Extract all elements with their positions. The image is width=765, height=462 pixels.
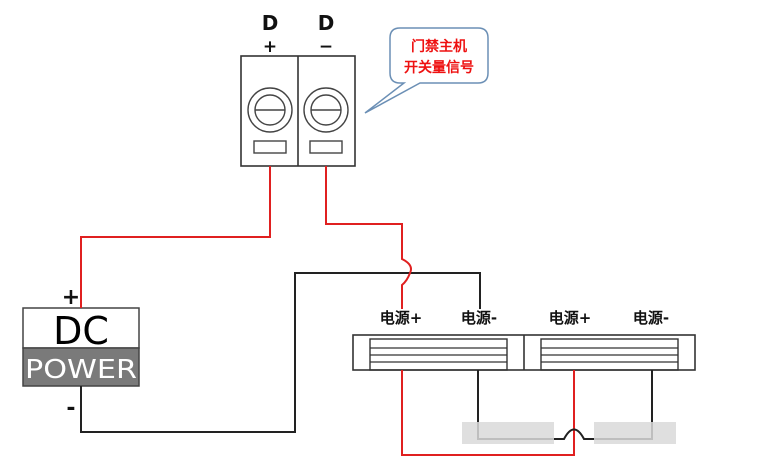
power-power-label: POWER [25,355,137,385]
callout-bubble: 门禁主机 开关量信号 [364,27,489,114]
maglock-coil-1 [369,338,508,371]
maglock-coil-2 [540,338,679,371]
power-plus-sign: + [62,285,80,310]
power-dc-label: DC [53,309,109,353]
lock1-plus-label: 电源+ [380,309,423,327]
callout-line-2: 开关量信号 [404,59,474,76]
screw-icon-plus [247,87,293,133]
callout-line-1: 门禁主机 [411,38,467,55]
terminal-d-minus-sign: − [319,37,333,57]
lock1-minus-label: 电源- [461,309,497,327]
terminal-d-plus-letter: D [262,11,279,35]
wire-dc-minus-to-lock-minus [80,272,481,433]
maglock [352,334,696,371]
power-minus-sign: - [66,396,75,421]
terminal-slot-minus [309,140,343,154]
watermark-block-2 [594,422,676,444]
watermark [462,422,676,444]
wire-lock1-plus-to-lock2-plus [401,370,575,456]
dc-power-supply: + DC POWER - [22,285,140,421]
terminal-slot-plus [253,140,287,154]
wire-dminus-to-lock-plus [325,166,412,309]
screw-icon-minus [303,87,349,133]
terminal-d-plus-sign: + [263,37,277,57]
wire-dplus-to-dc-plus [80,166,271,308]
power-band [22,347,140,387]
power-dc-panel [22,307,140,349]
maglock-labels: 电源+ 电源- 电源+ 电源- [380,309,669,327]
lock2-plus-label: 电源+ [549,309,592,327]
lock2-minus-label: 电源- [633,309,669,327]
terminal-block: D + D − [240,11,356,167]
terminal-d-minus-letter: D [318,11,335,35]
watermark-block-1 [462,422,554,444]
wire-lock1-minus-to-lock2-minus [477,370,653,440]
